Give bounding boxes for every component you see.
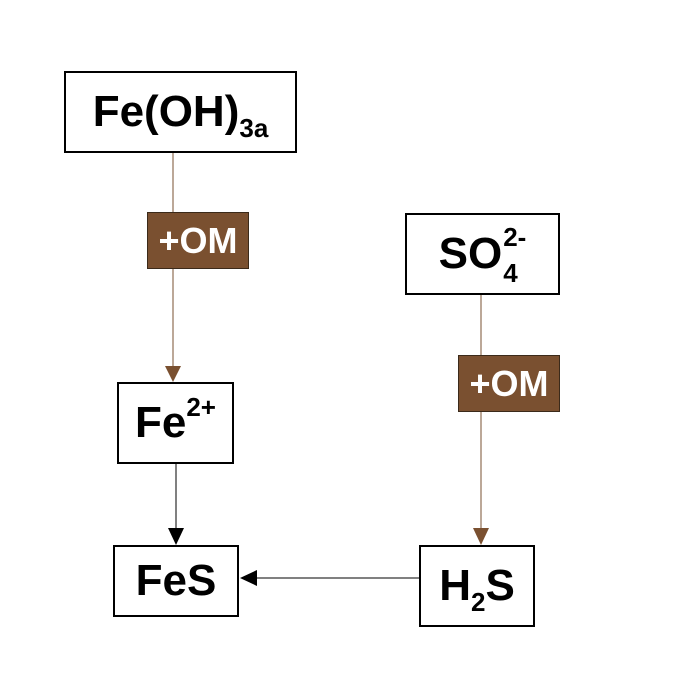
node-h2s-post: S xyxy=(485,561,515,610)
node-fes: FeS xyxy=(113,545,239,617)
reagent-om-left: +OM xyxy=(147,212,249,269)
node-sulfate-main: SO xyxy=(438,229,503,278)
node-sulfate-charge: 2-4 xyxy=(503,224,526,286)
arrow-fe2-to-fes-head xyxy=(168,528,184,545)
node-h2s-sub: 2 xyxy=(470,587,486,617)
node-h2s-pre: H xyxy=(439,561,471,610)
node-sulfate-sup: 2- xyxy=(503,222,527,252)
node-feoh3: Fe(OH)3a xyxy=(64,71,297,153)
arrow-feoh3-to-fe2-head xyxy=(165,366,181,382)
node-sulfate-sub: 4 xyxy=(503,258,518,288)
node-fes-main: FeS xyxy=(135,556,217,605)
arrow-h2s-to-fes-head xyxy=(240,570,257,586)
node-feoh3-main: Fe(OH) xyxy=(92,87,240,136)
node-fe2-main: Fe xyxy=(134,398,187,447)
node-fe2-sup: 2+ xyxy=(186,392,216,422)
arrow-sulfate-to-h2s-head xyxy=(473,528,489,545)
node-feoh3-sub: 3a xyxy=(239,113,269,143)
reagent-om-right: +OM xyxy=(458,355,560,412)
